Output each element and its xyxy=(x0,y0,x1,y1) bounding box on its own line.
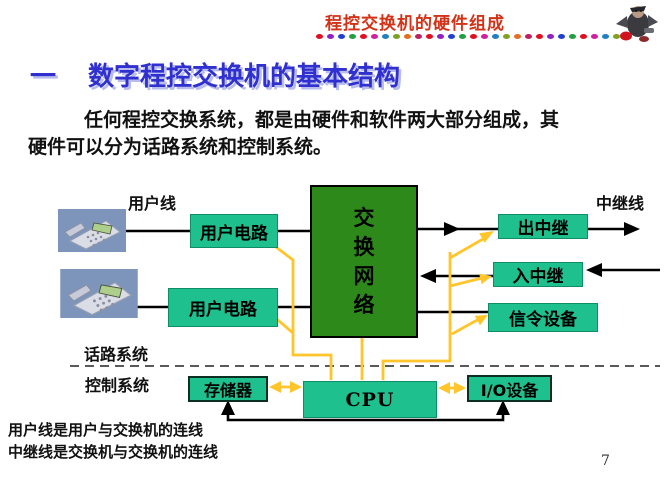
box-memory: 存储器 xyxy=(188,376,268,402)
intro-line-2: 硬件可以分为话路系统和控制系统。 xyxy=(28,136,333,158)
slide-header-title: 程控交换机的硬件组成 xyxy=(325,14,505,34)
divider-dash xyxy=(437,33,444,39)
label-speech-path-system: 话路系统 xyxy=(84,345,149,364)
divider-dash xyxy=(448,33,455,39)
mascot-icon xyxy=(616,6,658,42)
cpu-label: CPU xyxy=(345,388,395,411)
box-user-circuit-2: 用户电路 xyxy=(168,288,278,327)
divider-dash xyxy=(459,33,466,39)
divider-dash xyxy=(613,33,620,39)
divider-dash xyxy=(569,33,576,39)
intro-line-1: 任何程控交换系统，都是由硬件和软件两大部分组成，其 xyxy=(84,109,560,131)
divider-dash xyxy=(338,33,345,39)
section-title: 数字程控交换机的基本结构 xyxy=(88,62,401,92)
divider-dash xyxy=(470,33,477,39)
label-trunk-line: 中继线 xyxy=(596,194,645,213)
divider-dash xyxy=(426,33,433,39)
label-subscriber-line: 用户线 xyxy=(128,194,177,213)
divider-dash xyxy=(327,33,334,39)
page-number: 7 xyxy=(601,453,610,469)
divider-dash xyxy=(481,33,488,39)
divider-dash xyxy=(558,33,565,39)
divider-dash xyxy=(349,33,356,39)
divider-dash xyxy=(492,33,499,39)
divider-dash xyxy=(382,33,389,39)
box-switching-network: 交换网络 xyxy=(310,185,418,338)
divider-dash xyxy=(404,33,411,39)
divider-dash xyxy=(393,33,400,39)
label-control-system: 控制系统 xyxy=(85,376,150,395)
section-heading: 一 数字程控交换机的基本结构 xyxy=(30,56,400,93)
telephone-photo-2 xyxy=(60,269,138,318)
footnote-subscriber-line: 用户线是用户与交换机的连线 xyxy=(8,421,204,439)
switching-network-label: 交换网络 xyxy=(353,205,375,317)
divider-dash xyxy=(316,33,323,39)
divider-dash xyxy=(580,33,587,39)
footnote-trunk-line: 中继线是交换机与交换机的连线 xyxy=(8,443,219,461)
divider-dash xyxy=(371,33,378,39)
section-number: 一 xyxy=(30,62,57,92)
telephone-photo-1 xyxy=(58,209,126,252)
divider-dash xyxy=(415,33,422,39)
divider-dash xyxy=(525,33,532,39)
divider-dash xyxy=(360,33,367,39)
divider-dash xyxy=(503,33,510,39)
intro-paragraph: 任何程控交换系统，都是由硬件和软件两大部分组成，其 硬件可以分为话路系统和控制系… xyxy=(28,107,653,161)
box-signaling-equipment: 信令设备 xyxy=(488,303,598,332)
box-incoming-trunk: 入中继 xyxy=(493,262,583,287)
box-io-device: I/O设备 xyxy=(467,375,552,402)
box-outgoing-trunk: 出中继 xyxy=(498,214,588,239)
divider-dash xyxy=(591,33,598,39)
box-user-circuit-1: 用户电路 xyxy=(190,214,278,248)
divider-dash xyxy=(547,33,554,39)
divider-dash xyxy=(514,33,521,39)
divider-dash xyxy=(536,33,543,39)
colorful-dotted-divider xyxy=(316,33,622,39)
divider-dash xyxy=(602,33,609,39)
box-cpu: CPU xyxy=(303,381,437,418)
